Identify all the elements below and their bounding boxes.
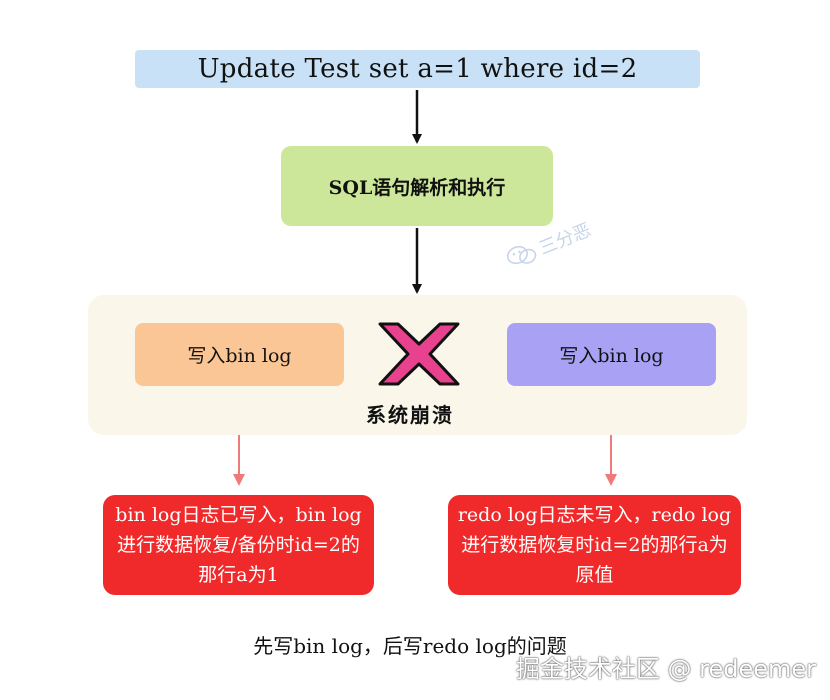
result-box-right: redo log日志未写入，redo log进行数据恢复时id=2的那行a为原值 [448, 495, 741, 595]
watermark-top-text: 三分恶 [536, 219, 595, 260]
write-bin-log-box-first: 写入bin log [135, 323, 344, 386]
crash-label-text: 系统崩溃 [366, 402, 454, 427]
wechat-icon [506, 245, 537, 265]
watermark-bottom-text: 掘金技术社区 @ redeemer [515, 654, 816, 683]
crash-cross-icon [378, 322, 460, 386]
result-box-left: bin log日志已写入，bin log进行数据恢复/备份时id=2的那行a为1 [103, 495, 374, 595]
parse-execute-text: SQL语句解析和执行 [328, 176, 506, 199]
sql-statement-box: Update Test set a=1 where id=2 [135, 50, 700, 88]
parse-execute-box: SQL语句解析和执行 [281, 146, 553, 226]
crash-label: 系统崩溃 [330, 398, 490, 428]
watermark-bottom: 掘金技术社区 @ redeemer [506, 648, 816, 684]
watermark-top: 三分恶 [499, 185, 648, 284]
sql-statement-text: Update Test set a=1 where id=2 [197, 54, 638, 84]
write-bin-log-text-first: 写入bin log [187, 345, 292, 367]
result-right-text: redo log日志未写入，redo log进行数据恢复时id=2的那行a为原值 [457, 504, 732, 586]
diagram-caption: 先写bin log，后写redo log的问题 [150, 628, 670, 660]
write-bin-log-text-second: 写入bin log [559, 345, 664, 367]
write-bin-log-box-second: 写入bin log [507, 323, 716, 386]
caption-text: 先写bin log，后写redo log的问题 [253, 633, 567, 658]
result-left-text: bin log日志已写入，bin log进行数据恢复/备份时id=2的那行a为1 [115, 504, 362, 586]
